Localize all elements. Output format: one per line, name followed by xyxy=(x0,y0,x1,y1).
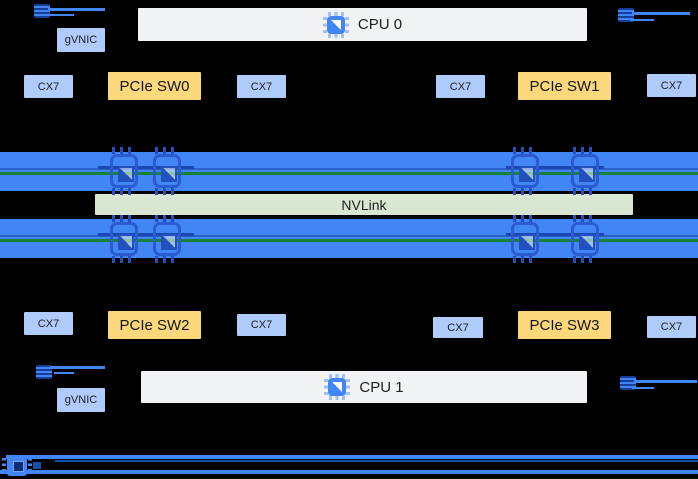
pcie-sw1-box: PCIe SW1 xyxy=(518,72,611,100)
cpu0-label: CPU 0 xyxy=(357,16,403,33)
pcie-sw0-label: PCIe SW0 xyxy=(119,77,190,95)
network-link-icon xyxy=(618,8,634,22)
gpu-chip-icon xyxy=(107,215,141,263)
gpu-chip-icon xyxy=(568,215,602,263)
cx7-label: CX7 xyxy=(37,317,60,330)
pcie-sw0-box: PCIe SW0 xyxy=(108,72,201,100)
host-network-line-accent xyxy=(55,460,698,462)
host-nic-chip-icon xyxy=(2,454,32,477)
gvnic-box-bottom: gVNIC xyxy=(57,388,105,412)
network-cable-line xyxy=(632,387,654,389)
network-link-icon xyxy=(620,376,636,390)
cpu1-label: CPU 1 xyxy=(359,378,404,396)
cx7-label: CX7 xyxy=(449,80,472,93)
pcie-sw3-label: PCIe SW3 xyxy=(529,316,600,334)
gpu-pair-link xyxy=(98,166,194,169)
cx7-nic-box: CX7 xyxy=(237,75,286,98)
network-cable-line xyxy=(54,372,74,374)
network-cable-line xyxy=(48,8,105,11)
cx7-label: CX7 xyxy=(250,80,273,93)
processor-chip-icon xyxy=(324,374,351,400)
cx7-label: CX7 xyxy=(660,321,683,333)
cx7-label: CX7 xyxy=(37,80,60,93)
network-link-icon xyxy=(34,4,50,18)
cx7-label: CX7 xyxy=(447,321,469,334)
cx7-nic-box: CX7 xyxy=(24,75,73,98)
network-cable-line xyxy=(50,14,74,16)
network-cable-line xyxy=(634,380,697,383)
cx7-nic-box: CX7 xyxy=(24,312,73,335)
cx7-label: CX7 xyxy=(250,319,273,331)
network-link-icon xyxy=(36,365,52,379)
gpu-chip-icon xyxy=(508,215,542,263)
cx7-nic-box: CX7 xyxy=(647,316,696,338)
pcie-bus-line-top xyxy=(0,168,698,170)
nvlink-line-top xyxy=(0,172,698,175)
cx7-label: CX7 xyxy=(660,79,683,92)
gpu-pair-link xyxy=(506,166,604,169)
host-network-line xyxy=(6,455,698,459)
pcie-sw2-box: PCIe SW2 xyxy=(108,311,201,339)
gvnic-label: gVNIC xyxy=(64,34,98,46)
host-nic-port-icon xyxy=(33,462,41,469)
pcie-sw3-box: PCIe SW3 xyxy=(518,311,611,339)
pcie-bus-line-bottom xyxy=(0,235,698,237)
cpu0-box: CPU 0 xyxy=(138,8,587,41)
gpu-chip-icon xyxy=(107,147,141,195)
cx7-nic-box: CX7 xyxy=(237,314,286,336)
host-network-line xyxy=(0,470,698,474)
cx7-nic-box: CX7 xyxy=(433,317,483,338)
gvnic-box-top: gVNIC xyxy=(57,28,105,52)
cx7-nic-box: CX7 xyxy=(436,75,485,98)
nvlink-label: NVLink xyxy=(341,196,387,213)
nvlink-line-bottom xyxy=(0,239,698,242)
network-cable-line xyxy=(50,366,105,369)
network-cable-line xyxy=(632,12,690,15)
gpu-chip-icon xyxy=(150,215,184,263)
gpu-pair-link xyxy=(98,233,194,236)
nvlink-bar: NVLink xyxy=(95,194,633,215)
gvnic-label: gVNIC xyxy=(64,394,98,406)
cx7-nic-box: CX7 xyxy=(647,74,696,97)
pcie-sw2-label: PCIe SW2 xyxy=(119,316,190,334)
gpu-chip-icon xyxy=(150,147,184,195)
network-cable-line xyxy=(630,19,654,21)
gpu-chip-icon xyxy=(568,147,602,195)
gpu-pair-link xyxy=(506,233,604,236)
gpu-chip-icon xyxy=(508,147,542,195)
pcie-sw1-label: PCIe SW1 xyxy=(529,77,600,95)
cpu1-box: CPU 1 xyxy=(141,371,587,403)
processor-chip-icon xyxy=(322,11,349,38)
